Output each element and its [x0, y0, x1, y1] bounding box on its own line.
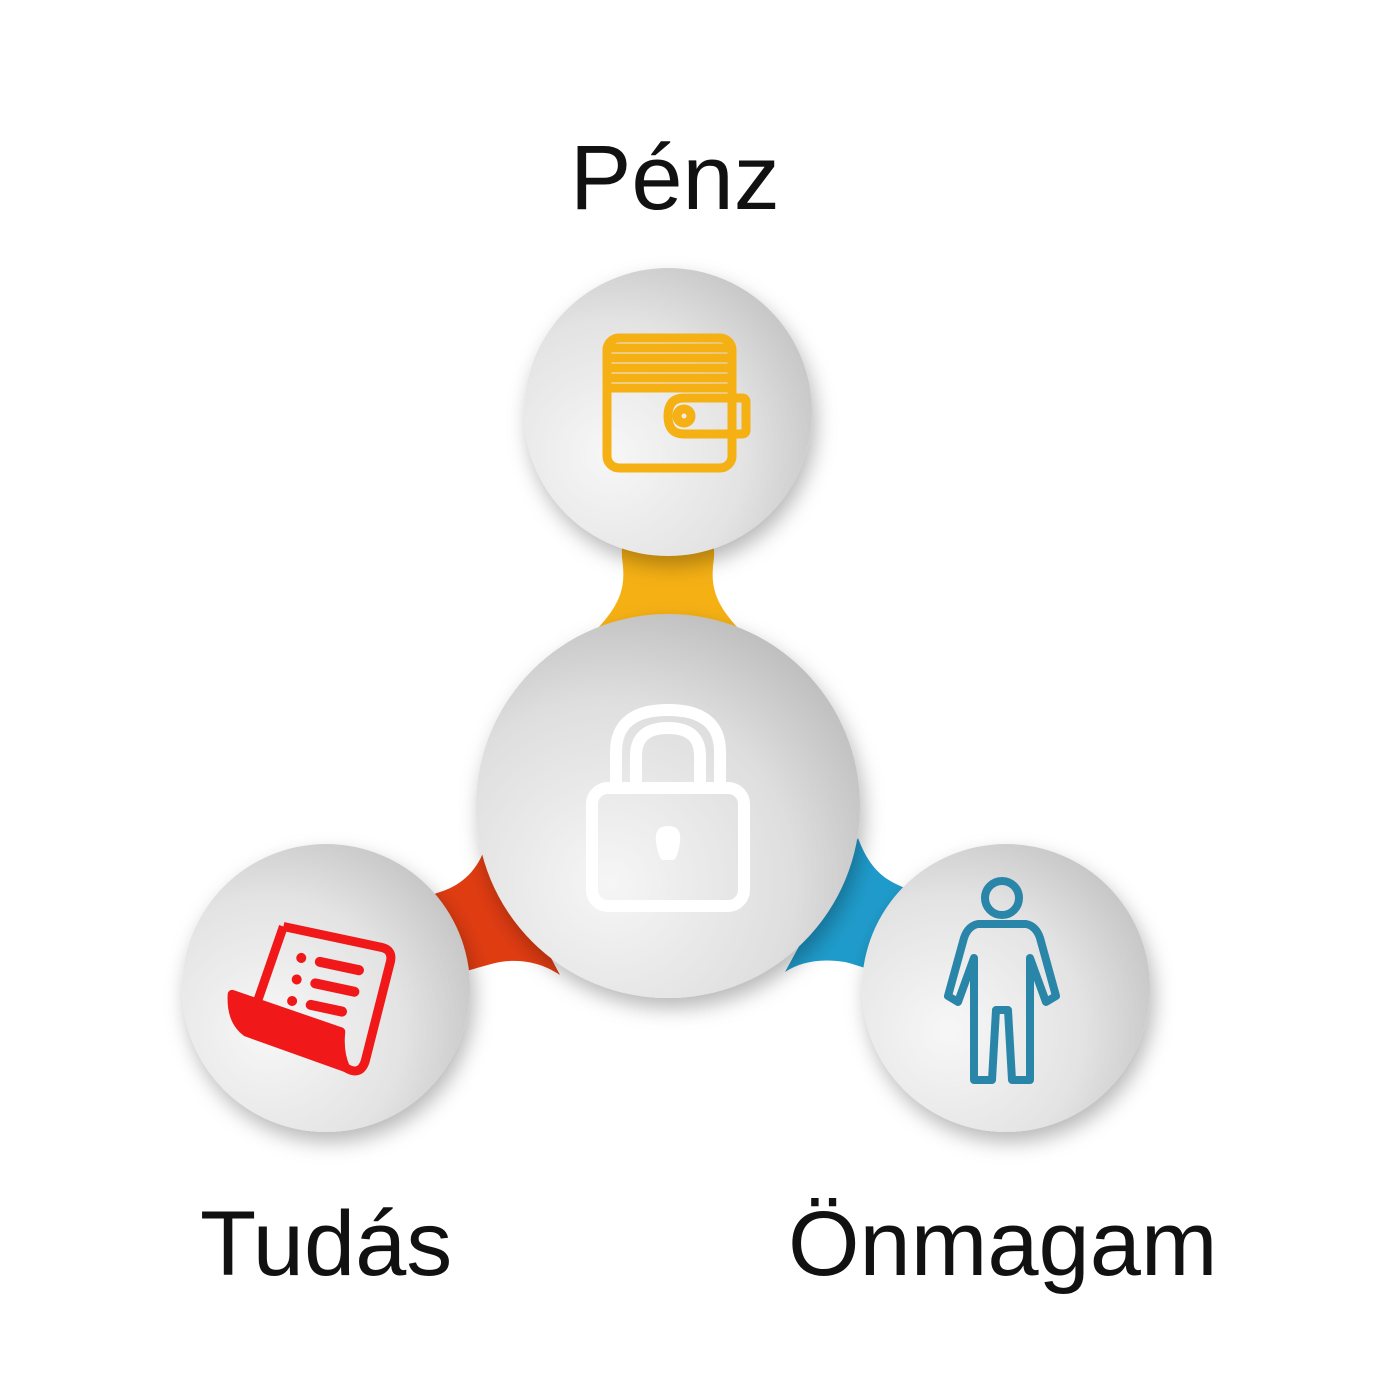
person-icon [944, 877, 1060, 1084]
self-circle [862, 844, 1150, 1132]
self-label: Önmagam [788, 1193, 1218, 1295]
padlock-icon [586, 704, 750, 912]
document-scroll-icon [227, 922, 396, 1076]
money-label: Pénz [570, 127, 780, 229]
knowledge-label: Tudás [200, 1193, 453, 1295]
wallet-icon [602, 333, 751, 473]
center-circle [476, 614, 860, 998]
